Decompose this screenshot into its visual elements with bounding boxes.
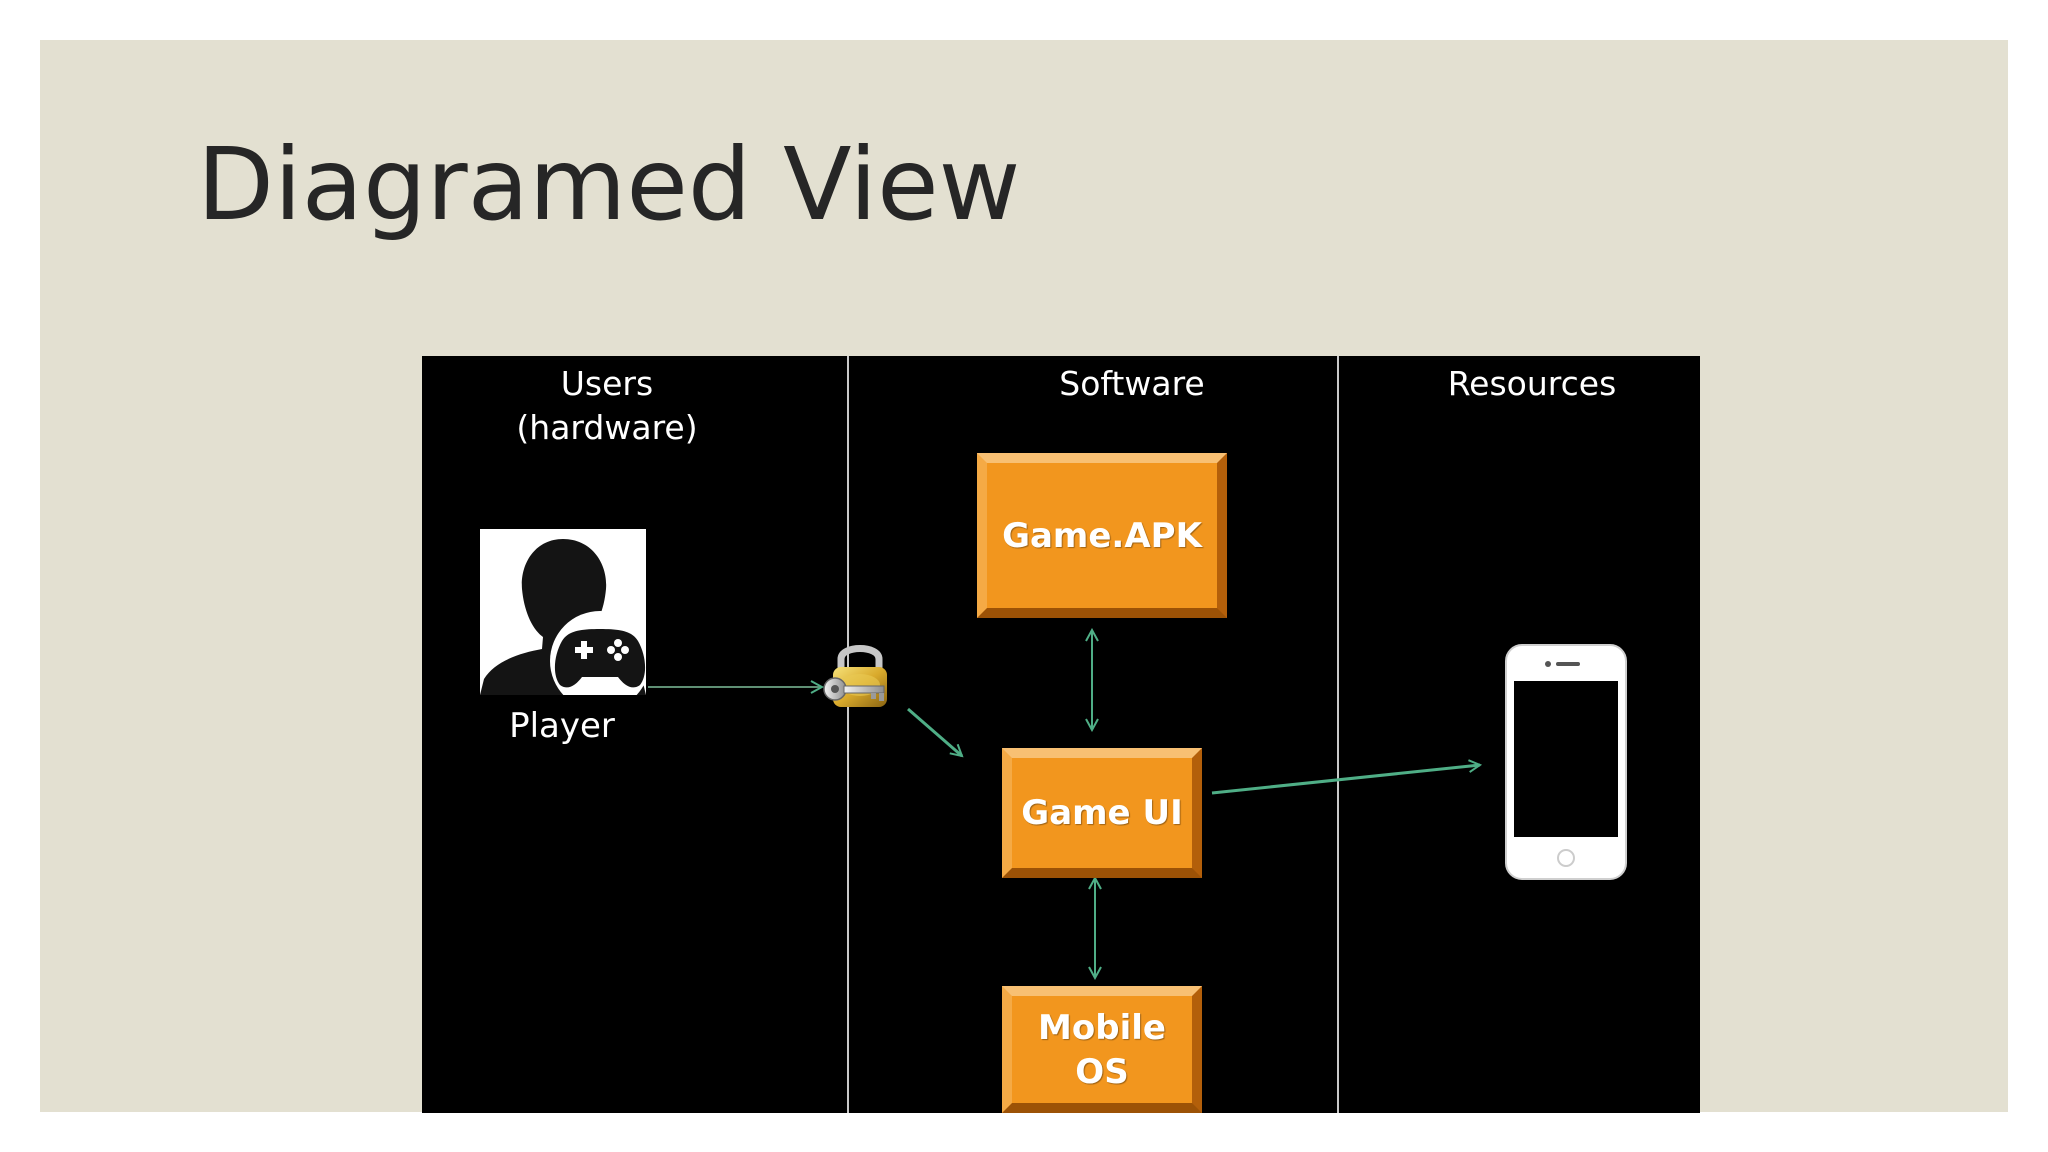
column-divider-software-resources <box>1337 356 1339 1113</box>
column-header-software: Software <box>1059 364 1205 403</box>
player-gamepad-icon <box>480 529 646 695</box>
column-header-users: Users (hardware) <box>516 364 698 447</box>
arrow-lock-to-game-ui <box>907 707 962 756</box>
player-label: Player <box>509 706 615 746</box>
padlock-key-icon <box>823 645 887 707</box>
game-ui-box: Game UI <box>1002 748 1202 878</box>
column-header-resources: Resources <box>1447 364 1617 403</box>
connector-arrows <box>648 356 1700 1113</box>
mobile-os-box: Mobile OS <box>1002 986 1202 1113</box>
arrow-game-ui-to-phone <box>1211 765 1480 795</box>
column-divider-users-software <box>847 356 849 1113</box>
game-apk-box: Game.APK <box>977 453 1227 618</box>
smartphone-icon <box>1505 644 1627 880</box>
slide: Diagramed View Users (hardware) Software… <box>40 40 2008 1113</box>
slide-title: Diagramed View <box>197 126 1021 243</box>
diagram-panel: Users (hardware) Software Resources <box>422 356 1700 1113</box>
